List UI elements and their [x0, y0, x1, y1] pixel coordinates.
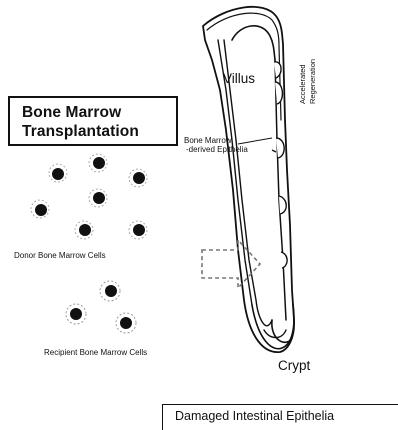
- recipient-cell: [100, 281, 120, 301]
- bm-derived-leader: [238, 138, 272, 144]
- donor-cell: [75, 221, 93, 239]
- accelerated-label: Accelerated: [299, 64, 307, 104]
- donor-label: Donor Bone Marrow Cells: [14, 251, 106, 260]
- donor-cell: [49, 164, 67, 182]
- crypt-label: Crypt: [278, 358, 310, 373]
- title-line-2: Transplantation: [22, 123, 139, 140]
- recipient-cells: [66, 281, 136, 333]
- villus-label: Villus: [223, 71, 255, 86]
- recipient-label: Recipient Bone Marrow Cells: [44, 348, 147, 357]
- footer-box: Damaged Intestinal Epithelia: [162, 404, 398, 430]
- donor-cells: [31, 154, 147, 239]
- bm-derived-label-line-1: Bone Marrow: [184, 136, 232, 145]
- villus-outline: [203, 7, 294, 352]
- transplant-arrow: [202, 240, 260, 288]
- donor-cell: [31, 200, 49, 218]
- regeneration-label: Regeneration: [309, 59, 317, 104]
- footer-text: Damaged Intestinal Epithelia: [175, 409, 334, 423]
- bm-derived-label-line-2: -derived Epithelia: [186, 145, 248, 154]
- recipient-cell: [66, 304, 86, 324]
- recipient-cell: [116, 313, 136, 333]
- title-line-1: Bone Marrow: [22, 104, 121, 121]
- donor-cell: [129, 169, 147, 187]
- donor-cell: [89, 154, 107, 172]
- donor-cell: [89, 189, 107, 207]
- donor-cell: [129, 221, 147, 239]
- title-box: Bone Marrow Transplantation: [8, 96, 178, 146]
